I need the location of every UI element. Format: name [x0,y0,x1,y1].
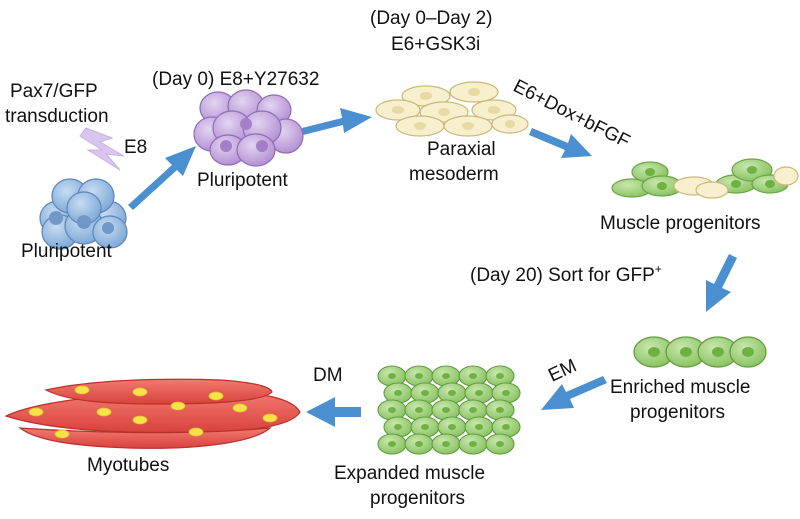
expanded-cell-nucleus [388,407,396,413]
arrow-enriched-to-expanded [541,376,607,410]
expanded-cell-nucleus [502,390,510,396]
expanded-label-line2: progenitors [370,488,465,509]
expanded-cell-nucleus [448,424,456,430]
expanded-muscle-cells [377,365,521,455]
muscle-progenitors-label: Muscle progenitors [600,213,761,234]
expanded-cell-nucleus [448,390,456,396]
expanded-cell-nucleus [394,424,402,430]
expanded-cell-nucleus [469,441,477,447]
expanded-cell-nucleus [421,424,429,430]
expanded-cell-nucleus [496,373,504,379]
arrow-pluripotent-to-paraxial [302,108,372,135]
muscle-progenitors-cells [611,158,799,199]
expanded-cell-nucleus [388,441,396,447]
expanded-cell-nucleus [469,407,477,413]
step4-superscript: + [655,262,662,276]
expanded-cell-nucleus [442,407,450,413]
expanded-cell-nucleus [502,424,510,430]
expanded-cell-nucleus [496,441,504,447]
step1-label: (Day 0) E8+Y27632 [152,69,319,90]
enriched-muscle-cells [633,336,767,368]
step4-text: (Day 20) Sort for GFP [470,265,655,286]
transduction-label-line2: transduction [5,106,109,127]
e8-label: E8 [124,137,147,158]
paraxial-label-line2: mesoderm [409,164,499,185]
expanded-cell-nucleus [469,373,477,379]
transduction-label-line1: Pax7/GFP [10,81,98,102]
expanded-cell-nucleus [442,373,450,379]
arrow-paraxial-to-muscle [529,128,592,158]
expanded-cell-nucleus [475,424,483,430]
step2-label-line2: E6+GSK3i [391,34,480,55]
dm-label: DM [313,365,343,386]
paraxial-label-line1: Paraxial [427,139,496,160]
arrow-expanded-to-myotubes [306,397,361,427]
expanded-cell-nucleus [496,407,504,413]
pluripotent-start-label: Pluripotent [21,241,113,262]
pluripotent-label: Pluripotent [197,170,289,191]
expanded-cell-nucleus [388,373,396,379]
expanded-cell-nucleus [421,390,429,396]
expanded-cell-nucleus [415,373,423,379]
pluripotent-blue-cluster [39,178,128,250]
em-label: EM [545,355,580,386]
expanded-cell-nucleus [415,407,423,413]
myotubes-label: Myotubes [87,455,169,476]
arrow-muscle-to-enriched [706,254,737,312]
expanded-cell-nucleus [442,441,450,447]
expanded-cell-nucleus [475,390,483,396]
myotubes-shape [4,378,301,449]
expanded-cell-nucleus [415,441,423,447]
lightning-bolt-icon [79,127,125,171]
paraxial-mesoderm-cells [375,81,529,137]
pluripotent-purple-cluster [193,89,304,167]
expanded-cell-nucleus [394,390,402,396]
enriched-label-line2: progenitors [630,402,725,423]
step2-label-line1: (Day 0–Day 2) [370,8,493,29]
expanded-label-line1: Expanded muscle [334,463,485,484]
step4-label: (Day 20) Sort for GFP+ [470,262,662,286]
enriched-label-line1: Enriched muscle [610,377,750,398]
arrow-transduction-to-pluripotent [128,146,196,210]
